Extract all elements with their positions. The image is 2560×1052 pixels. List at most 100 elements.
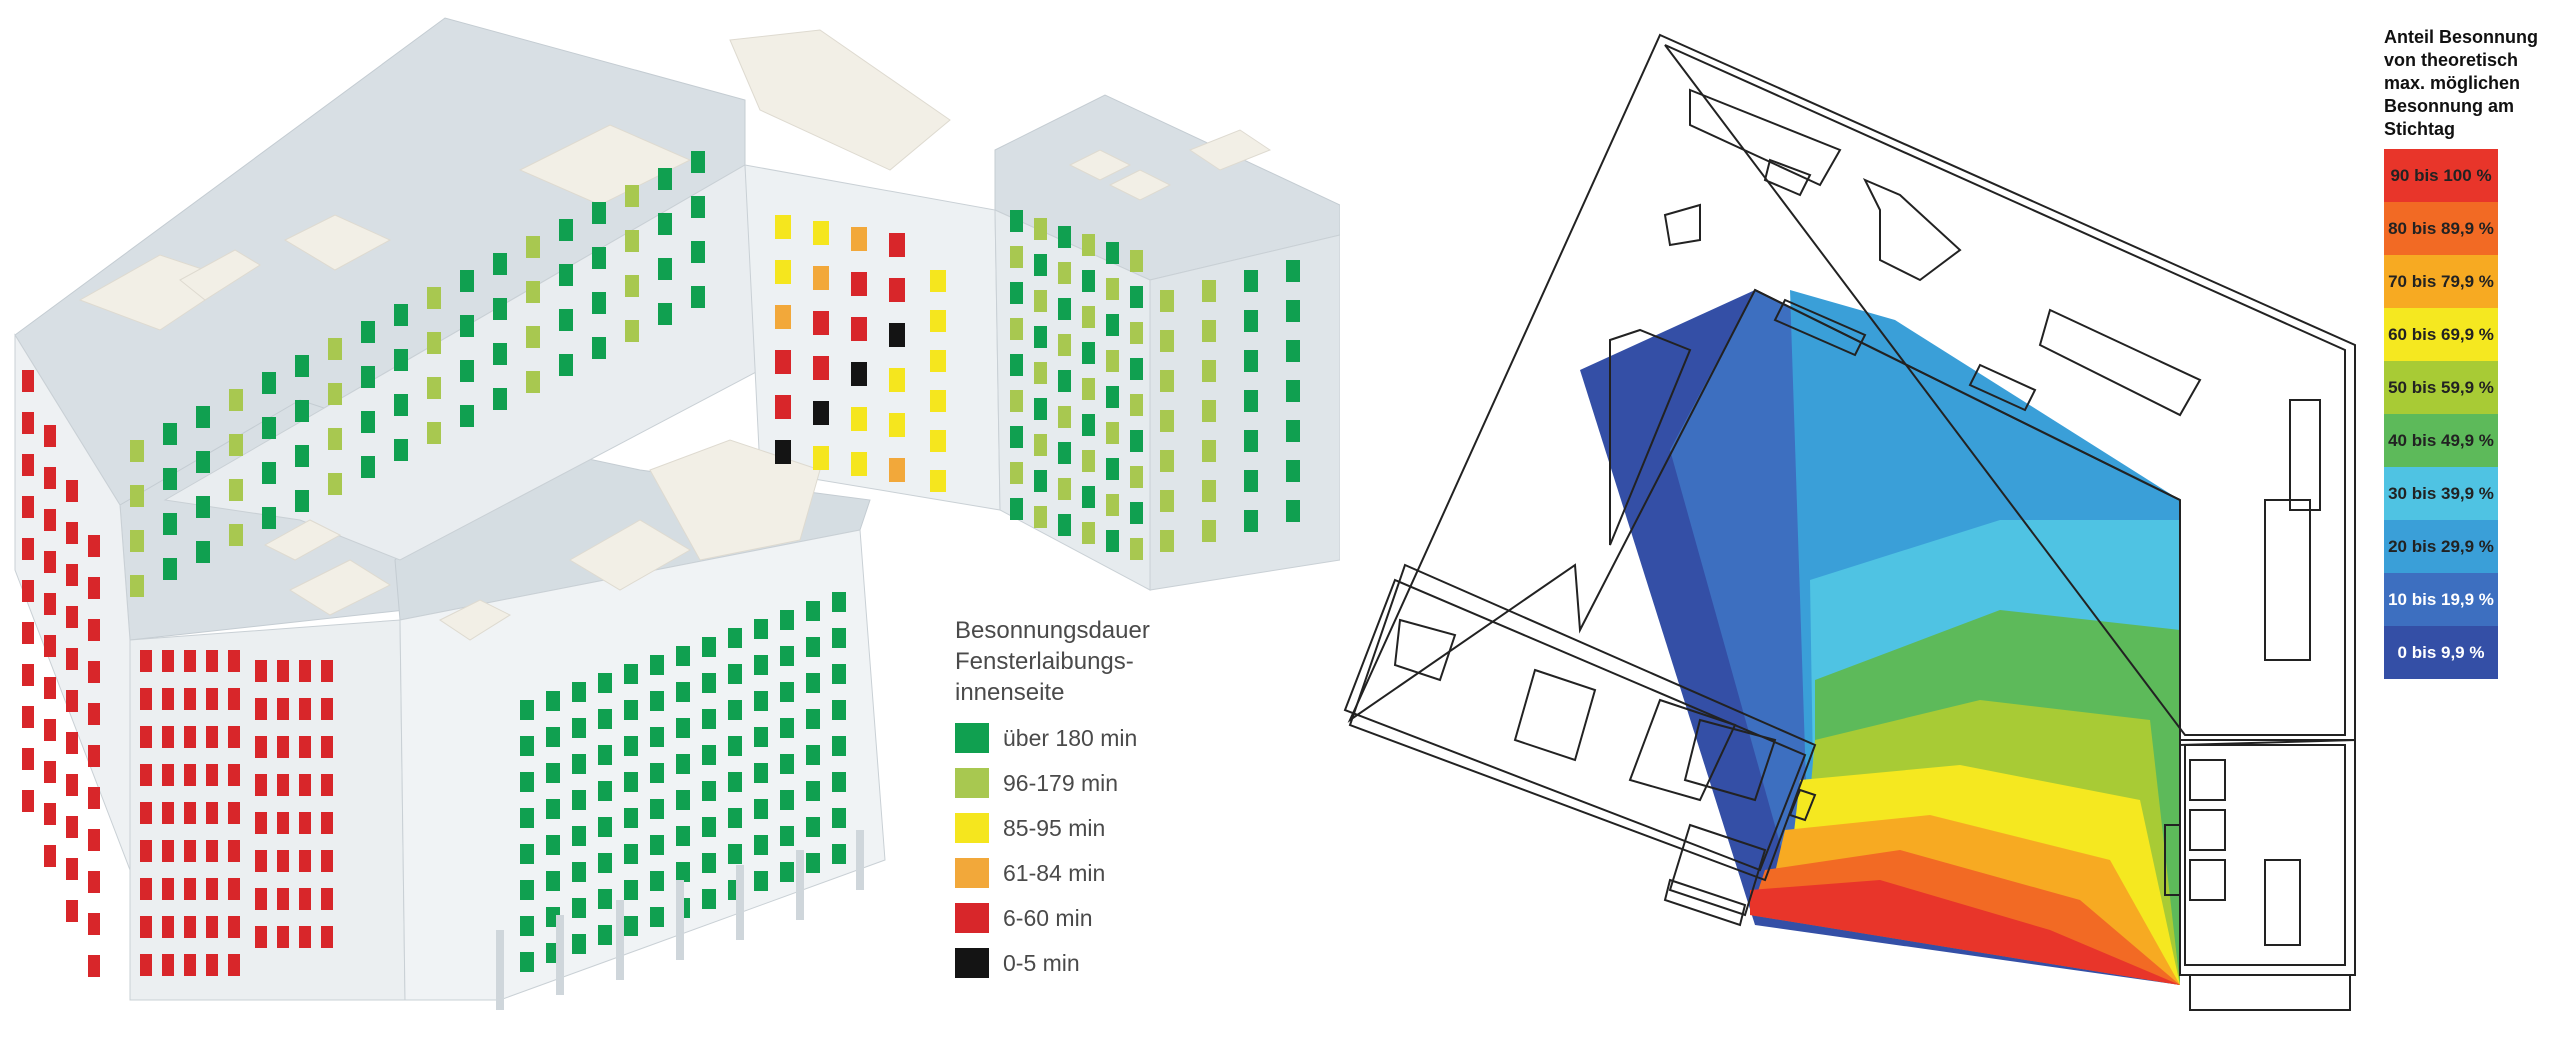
window-west (88, 619, 100, 641)
window-south (650, 763, 664, 783)
window-east (1034, 506, 1047, 528)
window-north-wing (691, 196, 705, 218)
window-east (1034, 218, 1047, 240)
window-east (1130, 250, 1143, 272)
window-courtyard (775, 260, 791, 284)
duration-legend-swatch (955, 948, 989, 978)
duration-legend-label: 6-60 min (1003, 904, 1093, 931)
window-south (598, 709, 612, 729)
window-south (806, 745, 820, 765)
window-south (728, 772, 742, 792)
window-southwest (162, 954, 174, 976)
building-isometric-svg (14, 17, 1341, 1010)
window-south (546, 727, 560, 747)
percent-legend-title-line: von theoretisch (2384, 50, 2519, 70)
building-isometric-figure: Besonnungsdauer Fensterlaibungs- innense… (14, 17, 1341, 1010)
window-east (1058, 370, 1071, 392)
window-east (1082, 234, 1095, 256)
window-southwest (228, 726, 240, 748)
window-north-wing (493, 388, 507, 410)
window-west (88, 913, 100, 935)
window-courtyard (775, 350, 791, 374)
window-southwest (255, 850, 267, 872)
percent-legend-item: 50 bis 59,9 % (2384, 361, 2498, 414)
percent-legend-title-line: Stichtag (2384, 119, 2456, 139)
window-west (44, 803, 56, 825)
window-north-wing (658, 213, 672, 235)
window-east-side (1202, 440, 1216, 462)
window-southwest (277, 774, 289, 796)
window-west (44, 593, 56, 615)
window-west (22, 496, 34, 518)
window-west (88, 577, 100, 599)
window-southwest (162, 650, 174, 672)
window-north-wing (493, 343, 507, 365)
window-north-wing (295, 400, 309, 422)
window-south (572, 898, 586, 918)
window-southwest (206, 916, 218, 938)
window-south (598, 817, 612, 837)
window-southwest (321, 812, 333, 834)
window-south (624, 772, 638, 792)
window-north-wing (196, 541, 210, 563)
window-southwest (140, 840, 152, 862)
window-west (88, 661, 100, 683)
duration-legend-swatch (955, 768, 989, 798)
window-south (832, 772, 846, 792)
window-east-side (1286, 380, 1300, 402)
window-south (624, 808, 638, 828)
window-southwest (184, 688, 196, 710)
window-south (598, 781, 612, 801)
window-courtyard (813, 356, 829, 380)
window-south (702, 673, 716, 693)
window-west (44, 635, 56, 657)
window-south (728, 628, 742, 648)
window-east (1058, 298, 1071, 320)
window-west (88, 745, 100, 767)
window-east-side (1202, 480, 1216, 502)
window-north-wing (625, 275, 639, 297)
window-east-side (1244, 470, 1258, 492)
window-south (520, 772, 534, 792)
duration-legend-label: 0-5 min (1003, 949, 1080, 976)
window-southwest (228, 840, 240, 862)
percent-legend-title-line: Anteil Besonnung (2384, 27, 2538, 47)
window-southwest (255, 888, 267, 910)
window-south (624, 880, 638, 900)
window-west (88, 787, 100, 809)
window-south (598, 745, 612, 765)
window-southwest (277, 736, 289, 758)
window-south (624, 844, 638, 864)
duration-legend-item: 85-95 min (955, 813, 1255, 843)
window-east (1130, 322, 1143, 344)
window-south (546, 835, 560, 855)
window-east-side (1202, 280, 1216, 302)
window-west (44, 425, 56, 447)
duration-legend: Besonnungsdauer Fensterlaibungs- innense… (955, 615, 1255, 978)
window-east-side (1202, 400, 1216, 422)
window-south (572, 682, 586, 702)
window-south (572, 826, 586, 846)
window-south (806, 781, 820, 801)
window-west (66, 732, 78, 754)
percent-legend-items: 90 bis 100 %80 bis 89,9 %70 bis 79,9 %60… (2384, 149, 2498, 679)
window-courtyard (889, 368, 905, 392)
window-east (1130, 538, 1143, 560)
window-southwest (299, 736, 311, 758)
percent-legend-item: 80 bis 89,9 % (2384, 202, 2498, 255)
window-north-wing (130, 485, 144, 507)
window-south (624, 664, 638, 684)
window-east (1106, 422, 1119, 444)
window-north-wing (592, 202, 606, 224)
window-north-wing (394, 304, 408, 326)
window-south (702, 637, 716, 657)
window-southwest (255, 736, 267, 758)
window-south (806, 637, 820, 657)
window-southwest (140, 916, 152, 938)
window-west (66, 900, 78, 922)
window-south (598, 925, 612, 945)
window-south (754, 763, 768, 783)
duration-legend-swatch (955, 813, 989, 843)
window-southwest (206, 878, 218, 900)
window-north-wing (229, 389, 243, 411)
